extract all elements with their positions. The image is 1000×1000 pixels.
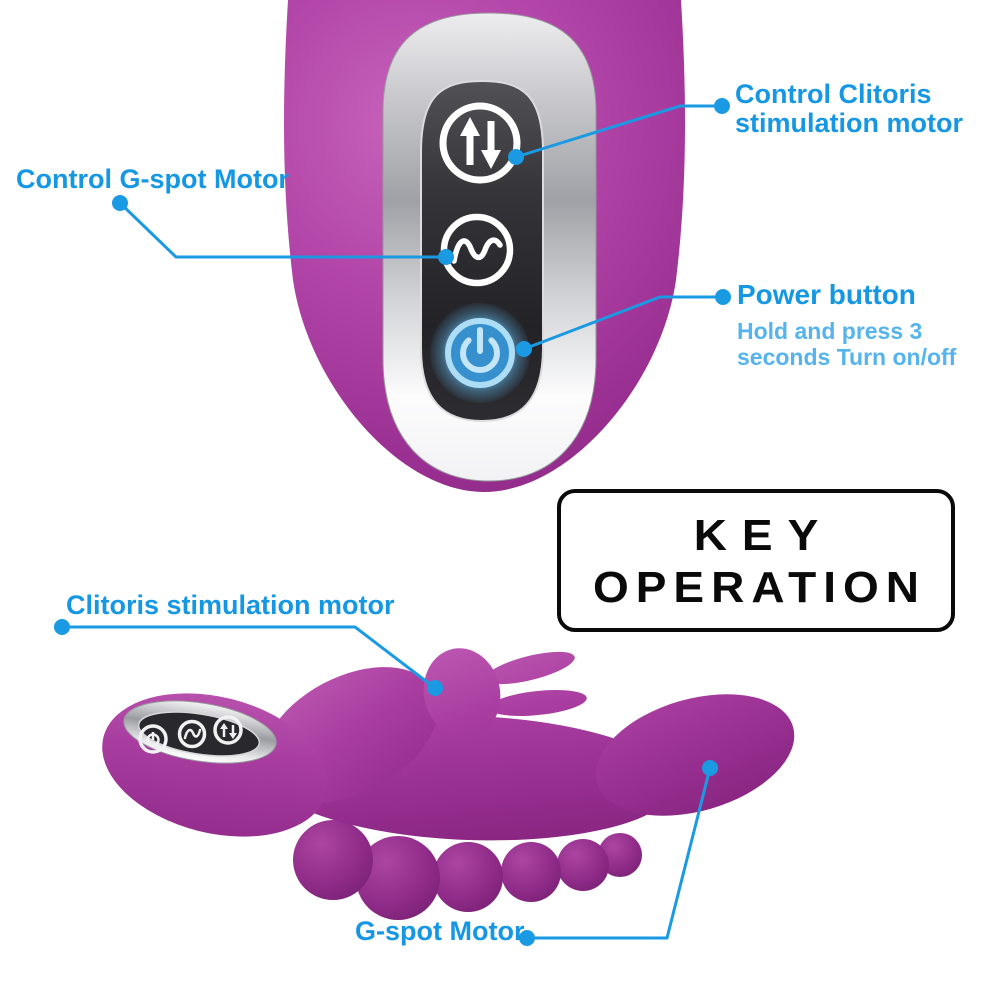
label-power-instructions-line2: seconds Turn on/off — [737, 344, 957, 370]
badge-title-line2: OPERATION — [592, 562, 927, 611]
callout-line-power — [523, 295, 723, 351]
key-operation-badge: KEY OPERATION — [557, 489, 955, 632]
callout-dot — [714, 98, 730, 114]
up-arrow-icon — [220, 723, 228, 729]
rabbit-head — [423, 648, 501, 738]
label-power-instructions-line1: Hold and press 3 — [737, 318, 923, 344]
label-control-clitoris: Control Clitoris stimulation motor — [735, 80, 963, 138]
callout-line-gspot-motor — [527, 767, 712, 940]
label-power-button: Power button — [737, 279, 916, 310]
label-gspot-motor: G-spot Motor — [355, 916, 525, 946]
callout-dot — [427, 680, 443, 696]
callout-dots — [54, 98, 731, 946]
callout-dot — [438, 249, 454, 265]
bottom-device — [102, 648, 795, 920]
callout-line-clitoris-control — [515, 104, 722, 159]
bead — [598, 833, 642, 877]
badge-title-line1: KEY — [693, 510, 834, 559]
bead — [557, 839, 609, 891]
callout-dot — [715, 289, 731, 305]
callouts — [62, 104, 723, 940]
vibration-wave-icon — [451, 237, 503, 264]
shaft-tip — [595, 694, 795, 816]
power-button — [430, 303, 530, 403]
bead — [433, 842, 503, 912]
bead — [501, 842, 561, 902]
bead — [293, 820, 373, 900]
vibration-wave-icon — [183, 728, 202, 740]
label-control-clitoris-line2: stimulation motor — [735, 108, 963, 138]
callout-dot — [54, 619, 70, 635]
label-clitoris-motor: Clitoris stimulation motor — [66, 590, 395, 620]
callout-line-clitoris-motor — [62, 625, 436, 690]
speed-arrows-button — [439, 102, 521, 184]
callout-line-gspot-control — [118, 201, 446, 259]
label-control-clitoris-line1: Control Clitoris — [735, 79, 932, 109]
anal-beads — [293, 820, 642, 920]
label-control-gspot: Control G-spot Motor — [16, 164, 289, 194]
callout-dot — [508, 149, 524, 165]
rabbit-ear-top — [485, 651, 575, 685]
mini-power-button — [138, 724, 168, 754]
callout-dot — [702, 760, 718, 776]
callout-dot — [112, 195, 128, 211]
mini-control-panel — [123, 700, 277, 764]
up-down-arrows-icon — [460, 117, 501, 169]
down-arrow-icon — [229, 733, 237, 739]
rabbit-ear-bottom — [489, 690, 587, 716]
power-icon — [460, 327, 500, 373]
mini-wave-button — [177, 719, 207, 749]
callout-dot — [519, 930, 535, 946]
mini-arrows-button — [213, 715, 243, 745]
label-power-instructions: Hold and press 3 seconds Turn on/off — [737, 318, 956, 370]
top-device — [283, 0, 686, 492]
bead — [356, 836, 440, 920]
callout-dot — [516, 341, 532, 357]
